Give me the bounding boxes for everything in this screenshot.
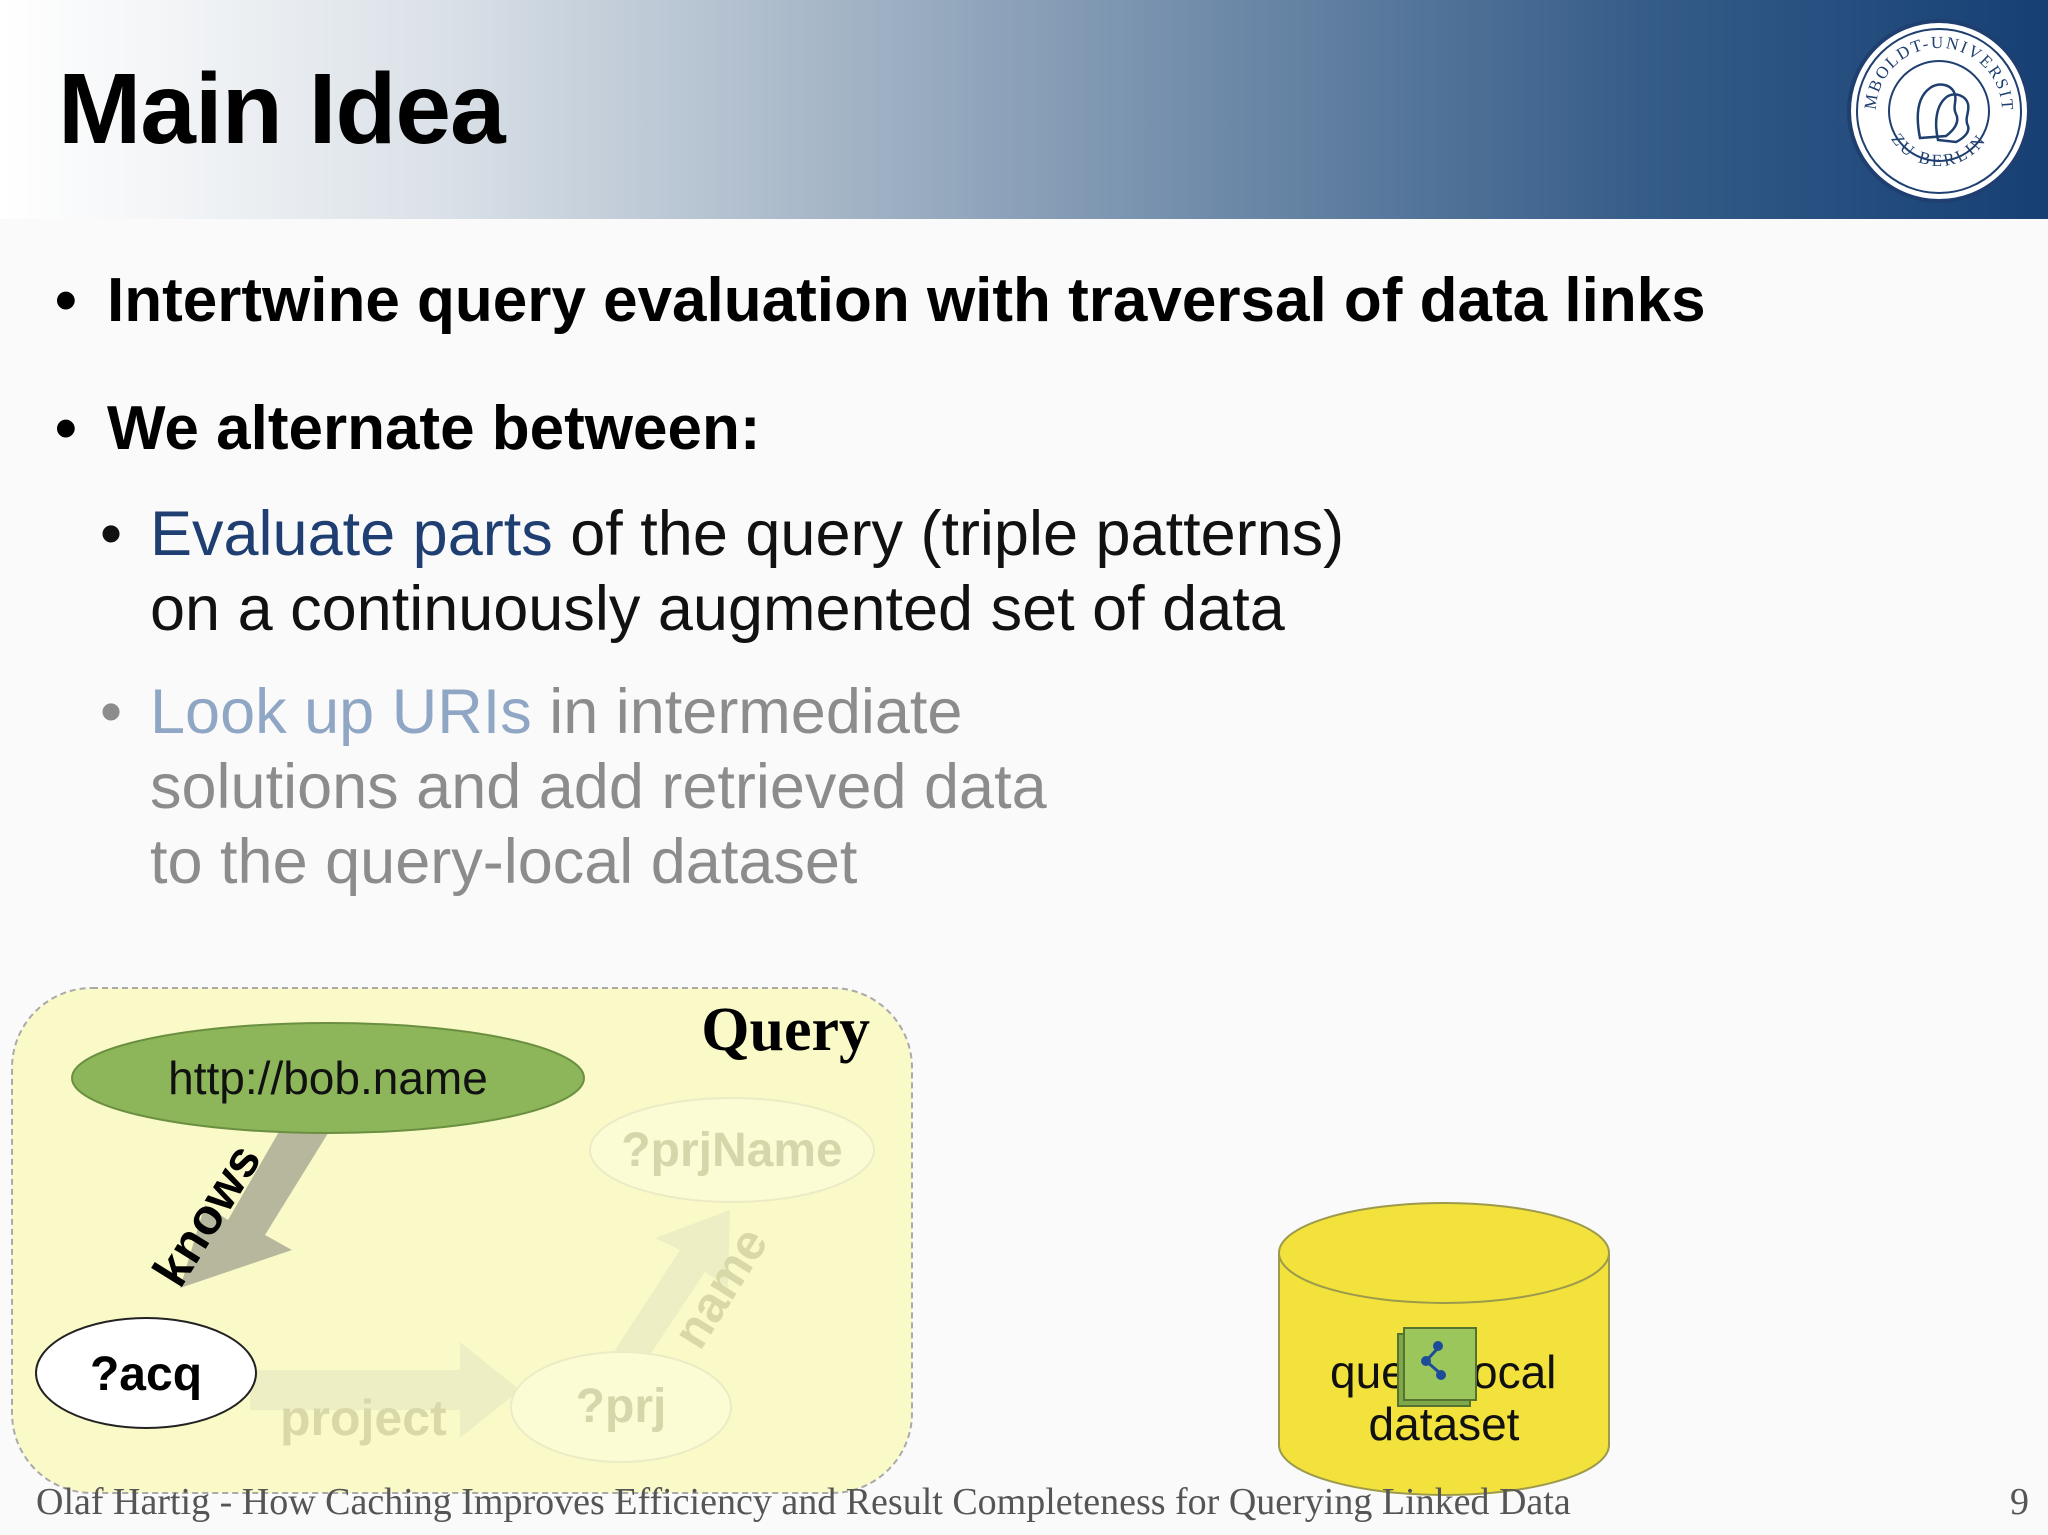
evaluate-parts-highlight: Evaluate parts [150,499,553,569]
prjname-node-label: ?prjName [621,1124,842,1177]
title-banner [0,0,2048,219]
bullet-intertwine: • Intertwine query evaluation with traver… [55,265,1706,336]
bullet-2-text: We alternate between: [107,394,761,463]
lookup-line-3: to the query-local dataset [150,827,858,897]
acq-node-label: ?acq [90,1348,202,1401]
footer-text: Olaf Hartig - How Caching Improves Effic… [36,1481,1571,1523]
sub-bullet-evaluate: • Evaluate parts of the query (triple pat… [100,497,1344,647]
sub-bullet-dot: • [100,677,123,747]
project-edge-arrow [250,1342,520,1438]
page-number: 9 [2010,1481,2029,1523]
sub-bullet-dot: • [100,499,123,569]
slide-title: Main Idea [58,53,506,165]
query-diagram: Query project name knows http://bob.name… [11,987,1610,1496]
project-edge-label: project [280,1390,447,1446]
university-seal-logo: HUMBOLDT-UNIVERSITÄT ZU BERLIN [1846,18,2031,203]
rdf-document-icon [1397,1327,1477,1407]
bob-node [71,1022,585,1134]
bullet-1-text: Intertwine query evaluation with travers… [107,266,1706,335]
evaluate-line-2: on a continuously augmented set of data [150,574,1285,644]
prjname-node [589,1097,875,1203]
name-edge-arrow [615,1210,730,1370]
query-label: Query [701,996,870,1064]
knows-edge-arrow [180,1130,330,1288]
prj-node-label: ?prj [576,1380,667,1433]
bullet-dot: • [55,266,77,335]
lookup-line-2: solutions and add retrieved data [150,752,1047,822]
bullet-alternate: • We alternate between: [55,393,760,464]
lookup-uris-highlight: Look up URIs [150,677,532,747]
dataset-label-part-a: que [1330,1346,1407,1398]
sub-bullet-lookup: • Look up URIs in intermediate solutions … [100,675,1047,900]
lookup-rest-text: in intermediate [531,677,963,747]
acq-node [35,1317,257,1429]
evaluate-rest-text: of the query (triple patterns) [552,499,1345,569]
prj-node [510,1351,732,1463]
dataset-cylinder-top [1278,1202,1610,1304]
bullet-dot: • [55,394,77,463]
dataset-label-part-b: ocal [1472,1346,1556,1398]
bob-node-label: http://bob.name [168,1052,488,1104]
